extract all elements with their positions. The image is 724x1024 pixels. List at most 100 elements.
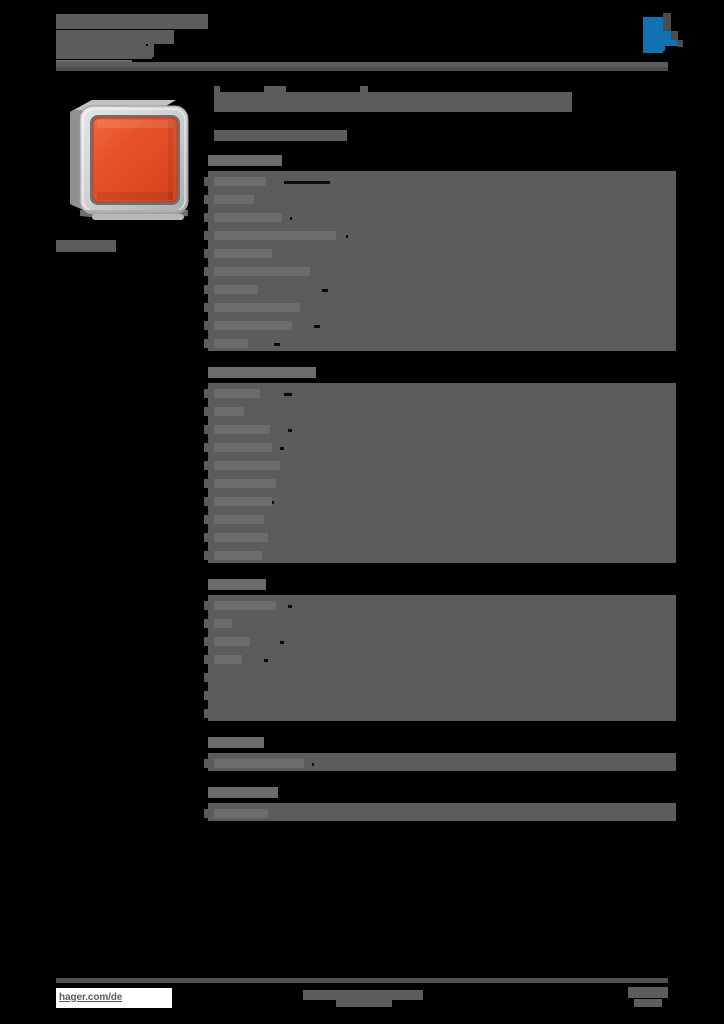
title-ascender — [214, 86, 220, 94]
header-fragment — [152, 14, 164, 29]
row-label — [214, 479, 276, 488]
row-label — [214, 515, 264, 524]
row-label — [214, 655, 242, 664]
row-label — [214, 551, 262, 560]
row-value — [314, 759, 676, 768]
table-row — [204, 175, 676, 193]
row-label — [214, 389, 260, 398]
row-value — [292, 389, 676, 398]
row-label — [214, 497, 272, 506]
row-marker — [204, 177, 210, 186]
row-marker — [204, 709, 210, 718]
row-label — [214, 285, 258, 294]
table-row — [204, 617, 676, 635]
table-row — [204, 319, 676, 337]
row-value — [284, 443, 676, 452]
row-marker — [204, 479, 210, 488]
row-marker — [204, 601, 210, 610]
footer-website-link[interactable]: hager.com/de — [56, 988, 172, 1008]
footer-page-number-line2 — [634, 999, 662, 1007]
row-label — [214, 339, 248, 348]
footer-page-number — [628, 987, 668, 998]
row-value — [292, 195, 676, 204]
row-value — [244, 619, 676, 628]
table-row — [204, 283, 676, 301]
row-marker — [204, 425, 210, 434]
row-marker — [204, 655, 210, 664]
table-row — [204, 477, 676, 495]
row-leader — [284, 181, 330, 184]
header-fragment — [104, 14, 114, 29]
table-row — [204, 707, 676, 725]
hager-logo — [641, 13, 687, 53]
table-row — [204, 193, 676, 211]
table-row — [204, 423, 676, 441]
row-marker — [204, 619, 210, 628]
product-image — [56, 84, 202, 234]
table-row — [204, 495, 676, 513]
table-row — [204, 513, 676, 531]
footer-center-text-line2 — [336, 999, 392, 1007]
row-label — [214, 321, 292, 330]
row-value — [292, 213, 676, 222]
table-row — [204, 337, 676, 355]
row-marker — [204, 213, 210, 222]
row-marker — [204, 249, 210, 258]
table-row — [204, 807, 676, 825]
section-heading — [208, 737, 264, 748]
row-value — [292, 601, 676, 610]
header-rule-shadow — [56, 67, 668, 71]
table-row — [204, 229, 676, 247]
table-row — [204, 635, 676, 653]
row-value — [328, 285, 676, 294]
row-marker — [204, 303, 210, 312]
footer-center-text — [303, 990, 423, 1000]
table-row — [204, 671, 676, 689]
row-label — [214, 195, 254, 204]
row-value — [284, 637, 676, 646]
row-marker — [204, 691, 210, 700]
table-row — [204, 265, 676, 283]
row-value — [260, 407, 676, 416]
header-rule — [56, 62, 668, 67]
table-row — [204, 405, 676, 423]
table-row — [204, 211, 676, 229]
title-ascender — [360, 86, 368, 94]
row-marker — [204, 321, 210, 330]
row-marker — [204, 461, 210, 470]
row-value — [304, 249, 676, 258]
row-value — [348, 267, 676, 276]
row-value — [348, 231, 676, 240]
row-marker — [204, 809, 210, 818]
row-value — [274, 497, 676, 506]
product-image-caption-line2 — [56, 243, 108, 252]
table-row — [204, 301, 676, 319]
row-value — [280, 339, 676, 348]
row-marker — [204, 443, 210, 452]
table-row — [204, 387, 676, 405]
row-label — [214, 231, 336, 240]
row-marker — [204, 759, 210, 768]
table-row — [204, 247, 676, 265]
row-label — [214, 443, 272, 452]
row-value — [268, 655, 676, 664]
row-label — [214, 759, 304, 768]
footer-rule — [56, 978, 668, 983]
row-label — [214, 213, 282, 222]
row-marker — [204, 497, 210, 506]
row-label — [214, 267, 310, 276]
header-fragment — [56, 30, 174, 44]
title-ascender — [264, 86, 286, 94]
row-label — [214, 303, 300, 312]
section-heading — [208, 155, 282, 166]
header-fragment — [130, 14, 146, 29]
row-label — [214, 809, 268, 818]
page-title — [214, 92, 572, 112]
row-marker — [204, 285, 210, 294]
row-label — [214, 601, 276, 610]
row-marker — [204, 389, 210, 398]
row-label — [214, 533, 268, 542]
table-row — [204, 441, 676, 459]
section-heading — [208, 367, 316, 378]
